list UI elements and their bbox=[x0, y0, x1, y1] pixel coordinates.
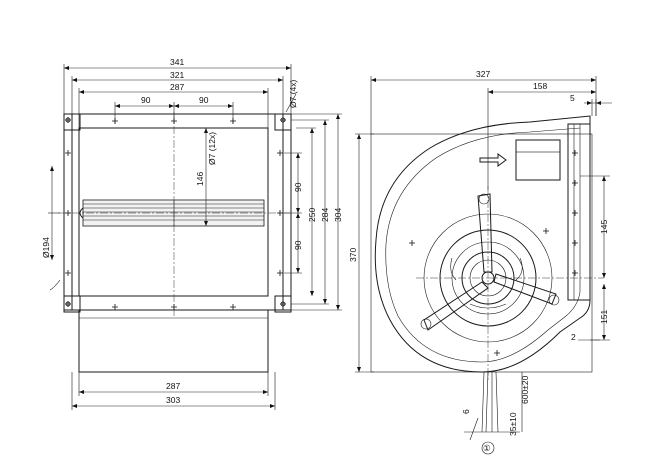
scroll-housing bbox=[374, 115, 591, 373]
dim-diameter-194: Ø194 bbox=[41, 166, 60, 260]
dim-90-vertical: 90 90 bbox=[284, 152, 303, 274]
dim-304-label: 304 bbox=[333, 208, 343, 222]
dim-158-label: 158 bbox=[533, 81, 547, 91]
dim-370-label: 370 bbox=[348, 248, 358, 262]
cable-exit: 6 35±10 600±20 ① bbox=[461, 371, 530, 455]
dim-151: 151 bbox=[590, 284, 610, 341]
ref-1-marker bbox=[481, 441, 495, 455]
dim-284-label: 284 bbox=[320, 208, 330, 222]
housing-front bbox=[49, 112, 292, 318]
dim-303: 303 bbox=[71, 372, 276, 410]
dim-146-label: 146 bbox=[195, 172, 205, 186]
mount-holes-left bbox=[65, 117, 286, 310]
dim-2: 2 bbox=[571, 332, 600, 342]
dim-341-label: 341 bbox=[170, 57, 184, 67]
cable-35-label: 35±10 bbox=[508, 412, 518, 436]
dim-287-top-label: 287 bbox=[170, 82, 184, 92]
dim-250-label: 250 bbox=[307, 208, 317, 222]
dim-287-top: 287 bbox=[78, 82, 269, 128]
dim-90-a-label: 90 bbox=[141, 95, 151, 105]
dim-287-bottom: 287 bbox=[78, 372, 269, 396]
dim-145-label: 145 bbox=[599, 220, 609, 234]
hole-4x-label: Ø7 (4x) bbox=[288, 79, 298, 108]
dim-5-label: 5 bbox=[570, 93, 575, 103]
dim-321: 321 bbox=[71, 70, 284, 118]
cable-600-label: 600±20 bbox=[520, 375, 530, 404]
dim-90-b-label: 90 bbox=[199, 95, 209, 105]
dim-321-label: 321 bbox=[170, 70, 184, 80]
dim-250: 250 bbox=[296, 127, 317, 296]
motor-assembly bbox=[416, 186, 604, 380]
outlet-lower bbox=[78, 309, 269, 373]
right-view: 327 158 5 370 bbox=[348, 69, 612, 455]
ref-1-label: ① bbox=[483, 443, 491, 453]
angle-6-label: 6 bbox=[461, 409, 471, 414]
dim-145: 145 bbox=[580, 175, 610, 278]
dim-327: 327 bbox=[370, 69, 597, 134]
hole-12x-label: Ø7 (12x) bbox=[207, 132, 217, 165]
dim-341: 341 bbox=[63, 57, 292, 120]
dim-284: 284 bbox=[291, 119, 330, 305]
dim-158: 158 bbox=[487, 81, 596, 190]
dim-90-v-a-label: 90 bbox=[293, 182, 303, 192]
dim-2-label: 2 bbox=[571, 332, 576, 342]
dim-304: 304 bbox=[291, 113, 343, 311]
dim-303-label: 303 bbox=[166, 395, 180, 405]
dim-hole-note: Ø7 (4x) bbox=[285, 79, 298, 113]
dim-90-v-b-label: 90 bbox=[293, 240, 303, 250]
dim-194-label: Ø194 bbox=[41, 237, 51, 258]
left-view: 341 321 287 90 90 bbox=[41, 57, 343, 410]
dim-5: 5 bbox=[570, 93, 612, 116]
dim-287-bottom-label: 287 bbox=[166, 381, 180, 391]
dim-146: 146 Ø7 (12x) bbox=[195, 128, 217, 226]
dim-327-label: 327 bbox=[476, 69, 490, 79]
dim-151-label: 151 bbox=[599, 310, 609, 324]
